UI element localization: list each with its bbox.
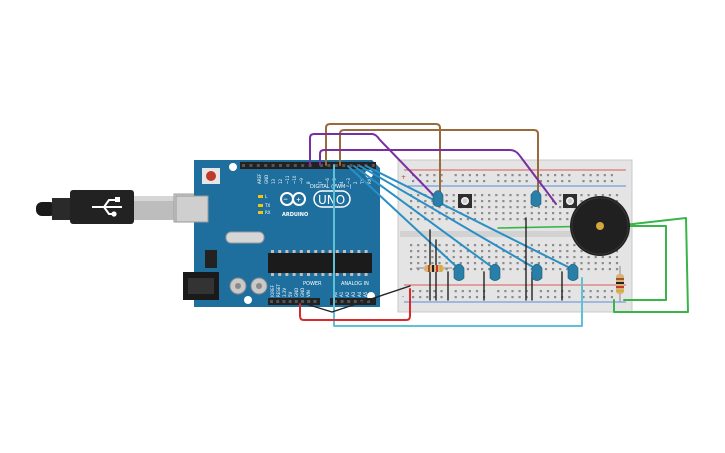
wire-black-ground[interactable] <box>305 285 411 313</box>
reset-button[interactable] <box>202 168 220 184</box>
pin-label-a3: A3 <box>351 291 356 297</box>
pin-label-vin: VIN <box>306 290 311 297</box>
pin-label-9: ~9 <box>299 178 304 184</box>
power-jack[interactable] <box>183 272 219 300</box>
atmega-chip <box>268 250 372 276</box>
pin-label-5v: 5V <box>288 291 293 297</box>
analog-label: ANALOG IN <box>341 281 369 287</box>
piezo-buzzer[interactable] <box>570 196 630 256</box>
pin-label-10: ~10 <box>292 175 297 184</box>
wire-brown-1[interactable] <box>325 123 441 193</box>
pin-label-gnd2: GND <box>300 288 305 297</box>
rail-minus-label: - <box>402 293 404 300</box>
wire-red-power[interactable] <box>299 288 411 321</box>
capacitor-2[interactable] <box>530 190 542 207</box>
pin-label-3: ~3 <box>346 178 351 184</box>
pin-label-gnd1: GND <box>294 288 299 297</box>
wire-light-blue[interactable] <box>333 164 583 327</box>
led-l-label: L <box>265 194 268 199</box>
led-tx-label: TX <box>264 203 270 208</box>
pin-label-4: 4 <box>339 181 344 184</box>
voltage-regulator <box>205 250 217 268</box>
wire-blue-2[interactable] <box>353 165 497 271</box>
pin-label-ioref: IOREF <box>270 284 275 297</box>
wire-brown-2[interactable] <box>339 129 539 194</box>
pin-label-3v3: 3.3V <box>282 288 287 297</box>
resistor-2[interactable] <box>616 266 624 302</box>
led-rx-label: RX <box>265 210 271 215</box>
board-logo-text: UNO <box>318 193 345 207</box>
led-indicators: L TX RX <box>258 194 271 215</box>
capacitor-1[interactable] <box>432 190 444 207</box>
arduino-logo: − + UNO ARDUINO <box>280 190 351 218</box>
pin-label-a4: A4 <box>357 291 362 297</box>
pin-label-aref: AREF <box>257 173 262 184</box>
wire-green-1[interactable] <box>597 217 689 313</box>
mount-hole-icon <box>229 163 237 171</box>
pin-label-6: ~6 <box>325 178 330 184</box>
rail-plus-label: + <box>401 174 406 181</box>
svg-text:+: + <box>296 197 301 204</box>
wire-green-2[interactable] <box>613 225 667 301</box>
pin-label-gnd: GND <box>264 175 269 184</box>
pin-label-a0: A0 <box>333 291 338 297</box>
pin-label-reset: RESET <box>276 284 281 297</box>
pin-label-8: 8 <box>306 181 311 184</box>
wire-blue-1[interactable] <box>347 165 461 271</box>
wire-purple-1[interactable] <box>309 133 441 203</box>
push-button-1[interactable] <box>458 194 472 208</box>
power-label: POWER <box>303 281 322 287</box>
buzzer-center-icon <box>596 222 604 230</box>
pin-label-13: 13 <box>271 178 276 184</box>
capacitor-3[interactable] <box>453 263 465 281</box>
power-pin-labels: IOREF RESET 3.3V 5V GND GND VIN A0 A1 A2… <box>270 284 368 297</box>
pin-label-11: ~11 <box>285 175 290 184</box>
capacitor-6[interactable] <box>567 263 579 281</box>
pin-label-a2: A2 <box>345 291 350 297</box>
push-button-2[interactable] <box>563 194 577 208</box>
svg-text:−: − <box>283 196 288 203</box>
wire-purple-2[interactable] <box>319 149 557 205</box>
capacitors <box>229 277 268 295</box>
capacitor-5[interactable] <box>531 263 543 281</box>
pin-label-a5: A5 <box>363 291 368 297</box>
usb-b-port <box>175 195 209 223</box>
pin-label-rx: RX <box>367 178 372 184</box>
usb-icon <box>92 197 122 217</box>
board-brand: ARDUINO <box>282 212 308 218</box>
pin-label-a1: A1 <box>339 291 344 297</box>
resistor-1[interactable] <box>416 265 452 272</box>
wire-blue-4[interactable] <box>365 165 575 271</box>
power-header[interactable] <box>268 298 320 305</box>
pin-label-2: 2 <box>353 181 358 184</box>
mount-hole-icon <box>244 296 252 304</box>
pin-label-12: 12 <box>278 178 283 184</box>
crystal-oscillator <box>225 231 265 244</box>
wire-blue-3[interactable] <box>359 165 539 271</box>
digital-label: DIGITAL (PWM~) <box>310 184 352 190</box>
capacitor-4[interactable] <box>489 263 501 281</box>
pin-label-tx: TX <box>360 179 365 185</box>
arduino-board[interactable]: − + UNO ARDUINO DIGITAL (PWM~) POWER ANA… <box>175 160 380 307</box>
center-channel <box>400 231 630 237</box>
pin-label-7: 7 <box>318 181 323 184</box>
